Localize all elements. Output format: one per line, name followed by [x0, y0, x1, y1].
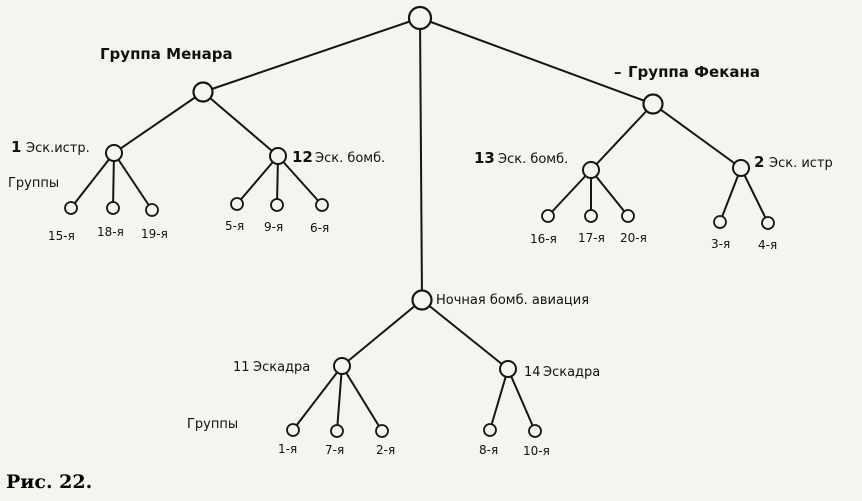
label-leaf: 17-я [578, 231, 605, 245]
node-sq2 [732, 159, 750, 177]
edge-sq2-l1 [719, 167, 742, 223]
node-sq12 [269, 147, 287, 165]
label-group-fekana: Группа Фекана [628, 63, 760, 81]
label-leaf: 16-я [530, 232, 557, 246]
node-night-aviation [411, 289, 433, 311]
edge-root-night [419, 17, 423, 301]
node-group-fekana [642, 93, 664, 115]
label-leaf: 8-я [479, 443, 498, 457]
label-leaf: 15-я [48, 229, 75, 243]
edge-sq12-l1 [236, 155, 279, 205]
label-sq11-number: 11 [233, 360, 250, 375]
edge-root-fekana [419, 17, 654, 105]
edge-sq1-l2 [112, 152, 115, 209]
edge-sq1-l1 [70, 152, 115, 209]
edge-sq13-l3 [590, 169, 629, 217]
label-night-aviation: Ночная бомб. авиация [436, 293, 589, 308]
label-leaf: 2-я [376, 443, 395, 457]
label-sq1-number: 1 [11, 138, 21, 156]
node-leaf [621, 209, 635, 223]
label-groups-bottom: Группы [187, 417, 238, 432]
node-leaf [483, 423, 497, 437]
node-group-menara [192, 81, 214, 103]
node-leaf [375, 424, 389, 438]
edge-menara-sq12 [202, 91, 279, 157]
label-sq2-name: Эск. истр [769, 156, 833, 171]
node-sq11 [333, 357, 351, 375]
label-leaf: 1-я [278, 442, 297, 456]
tree-labels: Группа Менара – Группа Фекана 1 Эск.истр… [8, 45, 833, 458]
tree-nodes [64, 5, 775, 438]
label-leaf: 7-я [325, 443, 344, 457]
label-leaf: 18-я [97, 225, 124, 239]
node-leaf [106, 201, 120, 215]
tree-edges [70, 17, 769, 432]
label-leaf: 9-я [264, 220, 283, 234]
node-leaf [713, 215, 727, 229]
label-leaf: 4-я [758, 238, 777, 252]
node-sq14 [499, 360, 517, 378]
label-sq12-number: 12 [292, 148, 313, 166]
edge-root-menara [202, 17, 421, 93]
edge-sq14-l1 [489, 368, 509, 431]
node-leaf [270, 198, 284, 212]
node-leaf [315, 198, 329, 212]
label-sq11-name: Эскадра [253, 360, 310, 375]
label-sq14-name: Эскадра [543, 365, 600, 380]
edge-sq12-l3 [277, 155, 323, 206]
label-sq14-number: 14 [524, 365, 541, 380]
edge-sq11-l1 [292, 365, 343, 431]
label-group-menara: Группа Менара [100, 45, 233, 63]
node-leaf [584, 209, 598, 223]
edge-sq2-l2 [740, 167, 769, 224]
edge-sq11-l2 [336, 365, 343, 432]
node-root [407, 5, 433, 31]
label-leaf: 10-я [523, 444, 550, 458]
label-groups-top: Группы [8, 176, 59, 191]
node-leaf [541, 209, 555, 223]
edge-sq13-l1 [547, 169, 592, 217]
edge-fekana-sq2 [652, 103, 742, 169]
node-leaf [286, 423, 300, 437]
node-sq1 [105, 144, 123, 162]
edge-sq14-l2 [507, 368, 536, 432]
edge-sq11-l3 [341, 365, 383, 432]
node-leaf [64, 201, 78, 215]
edge-night-sq11 [341, 299, 423, 367]
label-sq12-name: Эск. бомб. [315, 151, 385, 166]
edge-sq1-l3 [113, 152, 153, 211]
edge-menara-sq1 [113, 91, 204, 154]
figure-caption: Рис. 22. [6, 471, 92, 493]
node-leaf [528, 424, 542, 438]
edge-night-sq14 [421, 299, 509, 370]
label-sq2-number: 2 [754, 153, 764, 171]
label-sq1-name: Эск.истр. [26, 141, 90, 156]
label-leaf: 3-я [711, 237, 730, 251]
label-sq13-name: Эск. бомб. [498, 152, 568, 167]
label-leaf: 6-я [310, 221, 329, 235]
node-leaf [145, 203, 159, 217]
label-leaf: 5-я [225, 219, 244, 233]
node-sq13 [582, 161, 600, 179]
node-leaf [330, 424, 344, 438]
node-leaf [230, 197, 244, 211]
label-group-fekana-dash: – [614, 63, 622, 81]
label-leaf: 19-я [141, 227, 168, 241]
label-sq13-number: 13 [474, 149, 495, 167]
edge-fekana-sq13 [590, 103, 654, 171]
label-leaf: 20-я [620, 231, 647, 245]
node-leaf [761, 216, 775, 230]
